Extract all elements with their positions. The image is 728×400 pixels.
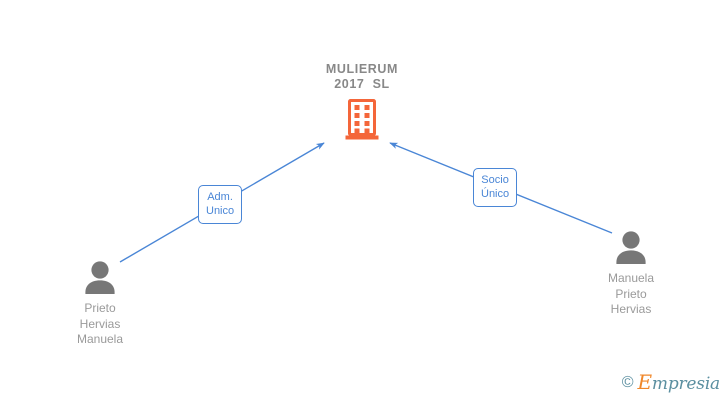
- brand-initial: E: [637, 370, 653, 394]
- relation-label-socio-unico[interactable]: Socio Único: [473, 168, 518, 207]
- watermark: © Empresia: [622, 372, 720, 393]
- person-icon: [85, 261, 115, 294]
- person-icon: [616, 231, 646, 264]
- person-label-left: Prieto Hervias Manuela: [76, 301, 124, 346]
- company-name-line-2: 2017 SL: [334, 76, 390, 91]
- building-icon: [345, 99, 379, 140]
- person-label-right: Manuela Prieto Hervias: [607, 271, 655, 316]
- person-icon-wrap-right: [551, 230, 711, 266]
- person-icon-wrap-left: [20, 260, 180, 296]
- copyright-icon: ©: [621, 373, 634, 391]
- person-node-left[interactable]: Prieto Hervias Manuela: [20, 260, 180, 348]
- company-icon-wrap: [262, 99, 462, 143]
- relation-label-adm-unico[interactable]: Adm. Unico: [198, 185, 243, 224]
- company-node[interactable]: MULIERUM 2017 SL: [262, 62, 462, 143]
- company-name-line-1: MULIERUM: [325, 62, 399, 76]
- brand-name: Empresia: [638, 372, 721, 393]
- brand-rest: mpresia: [651, 374, 720, 394]
- person-node-right[interactable]: Manuela Prieto Hervias: [551, 230, 711, 318]
